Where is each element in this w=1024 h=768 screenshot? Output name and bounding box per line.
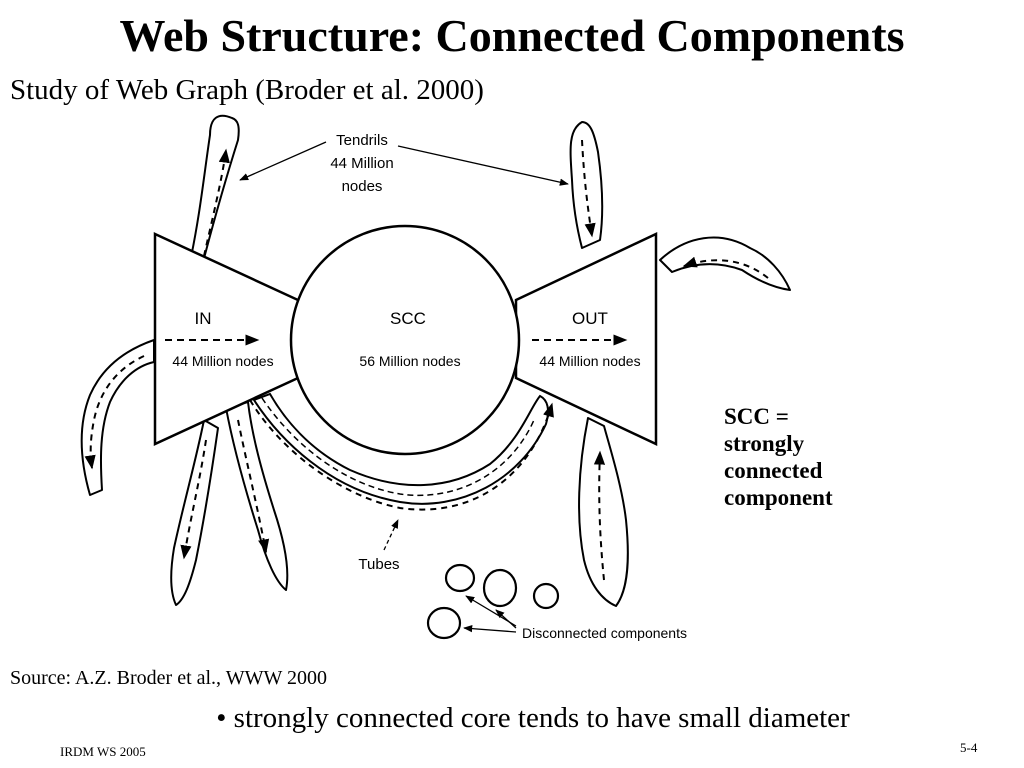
scc-note-line: connected [724, 458, 823, 483]
scc-label: SCC [390, 309, 426, 328]
in-label: IN [195, 309, 212, 328]
tendril-bottom-left-1 [170, 419, 219, 606]
tendril-bottom-left-2 [225, 401, 289, 591]
out-nodes: 44 Million nodes [539, 353, 640, 369]
footer-course: IRDM WS 2005 [60, 744, 146, 759]
disconnected-blob-4 [426, 606, 462, 640]
scc-note-line: SCC = [724, 404, 789, 429]
tendril-left [80, 339, 155, 496]
slide-title: Web Structure: Connected Components [119, 10, 905, 61]
tube [252, 392, 549, 505]
tubes-label: Tubes [358, 556, 399, 573]
in-nodes: 44 Million nodes [172, 353, 273, 369]
scc-definition-note: SCC = strongly connected component [724, 403, 833, 511]
tendril-right [659, 236, 791, 291]
tendril-top-right [569, 121, 604, 249]
source-citation: Source: A.Z. Broder et al., WWW 2000 [10, 667, 327, 689]
footer-page-number: 5-4 [960, 740, 978, 755]
disconnected-blob-2 [482, 568, 518, 608]
tendrils-label-line1: Tendrils [336, 132, 388, 149]
out-label: OUT [572, 309, 608, 328]
scc-nodes: 56 Million nodes [359, 353, 460, 369]
scc-component [289, 224, 521, 456]
bullet-point: • strongly connected core tends to have … [216, 702, 850, 734]
disconnected-blob-3 [532, 582, 560, 610]
tendril-top-left [189, 114, 240, 267]
scc-note-line: component [724, 485, 833, 510]
tendril-bottom-right [578, 417, 629, 607]
disconnected-blob-1 [444, 563, 476, 593]
slide-subtitle: Study of Web Graph (Broder et al. 2000) [10, 74, 484, 106]
tendrils-label-line2: 44 Million [330, 155, 393, 172]
disconnected-label: Disconnected components [522, 625, 687, 641]
scc-note-line: strongly [724, 431, 805, 456]
tendrils-label-line3: nodes [342, 178, 383, 195]
